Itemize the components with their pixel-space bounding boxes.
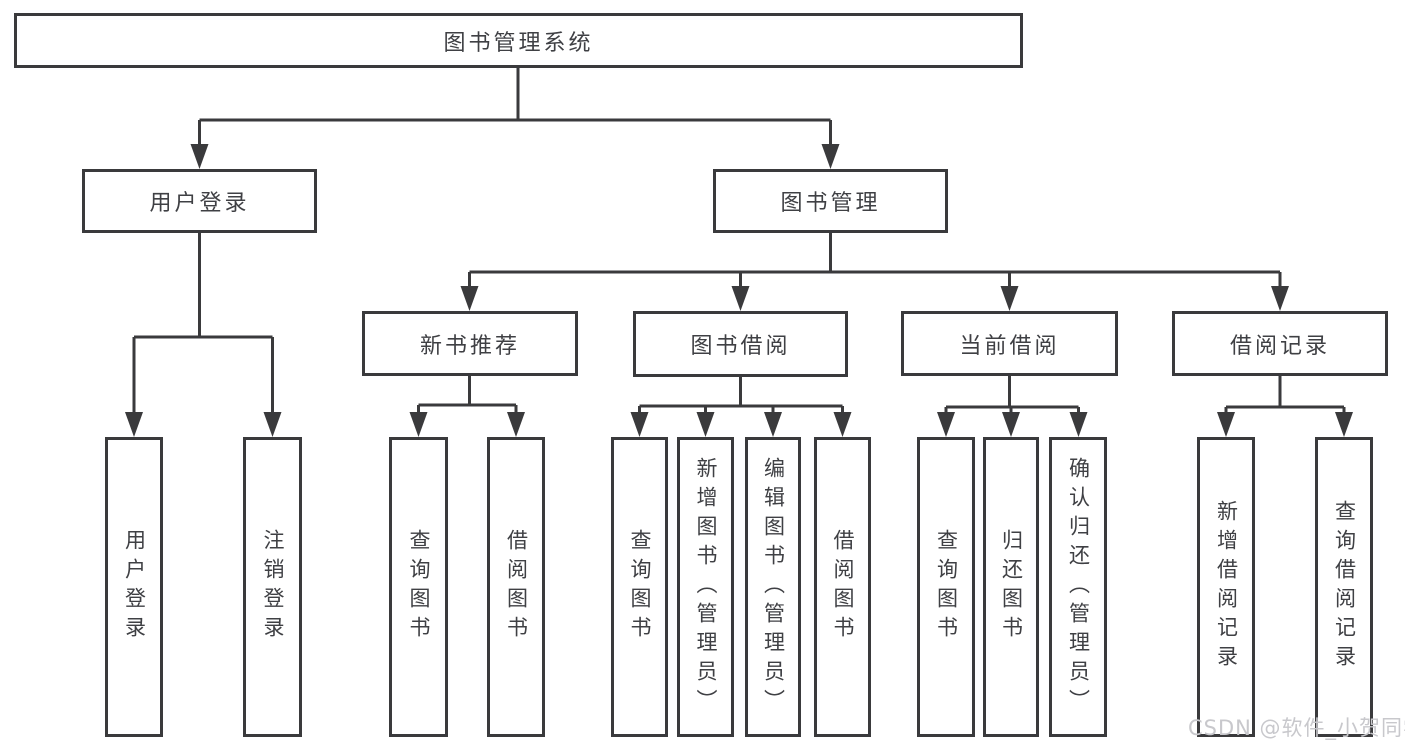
node-label: 借阅记录 — [1229, 333, 1330, 359]
arrow-down — [1271, 286, 1289, 311]
leaf-return-books: 归还图书 — [983, 437, 1039, 737]
arrow-down — [630, 412, 649, 437]
node-label: 新增图书（管理员） — [694, 456, 719, 718]
leaf-edit-books-admin: 编辑图书（管理员） — [745, 437, 801, 737]
node-label: 新增借阅记录 — [1214, 500, 1239, 674]
arrow-down — [764, 412, 782, 437]
leaf-add-books-admin: 新增图书（管理员） — [677, 437, 734, 737]
connector-userlogin-to-leaves — [132, 231, 274, 414]
leaf-user-login: 用户登录 — [105, 437, 163, 737]
node-label: 确认归还（管理员） — [1066, 456, 1091, 718]
node-label: 借阅图书 — [504, 529, 529, 645]
csdn-watermark: CSDN @软件_小贺同学 — [1188, 716, 1405, 740]
arrow-down — [263, 412, 282, 437]
arrow-down — [833, 412, 852, 437]
node-library-management-system: 图书管理系统 — [14, 13, 1023, 68]
leaf-query-borrow-record: 查询借阅记录 — [1315, 437, 1373, 737]
connector-currentborrow-to-leaves — [944, 374, 1080, 414]
leaf-logout: 注销登录 — [243, 437, 302, 737]
node-book-borrow: 图书借阅 — [633, 311, 848, 377]
node-label: 当前借阅 — [959, 333, 1060, 359]
node-new-book-recommend: 新书推荐 — [362, 311, 578, 376]
node-label: 查询图书 — [934, 529, 959, 645]
arrow-down — [821, 144, 840, 169]
leaf-confirm-return-admin: 确认归还（管理员） — [1049, 437, 1107, 737]
arrow-down — [1217, 412, 1235, 437]
leaf-query-books-2: 查询图书 — [611, 437, 668, 737]
arrow-down — [507, 412, 525, 437]
arrow-down — [731, 286, 750, 311]
arrow-down — [1000, 286, 1019, 311]
arrow-down — [1002, 412, 1020, 437]
node-label: 归还图书 — [999, 529, 1024, 645]
connector-borrowrecords-to-leaves — [1224, 374, 1346, 414]
node-label: 查询图书 — [407, 529, 432, 645]
node-label: 借阅图书 — [831, 529, 856, 645]
arrow-down — [937, 412, 955, 437]
arrow-down — [1335, 412, 1353, 437]
leaf-borrow-books-2: 借阅图书 — [814, 437, 871, 737]
node-label: 编辑图书（管理员） — [761, 456, 786, 718]
node-label: 查询图书 — [628, 529, 653, 645]
arrow-down — [1069, 412, 1088, 437]
arrow-down — [460, 286, 479, 311]
node-borrow-records: 借阅记录 — [1172, 311, 1388, 376]
leaf-add-borrow-record: 新增借阅记录 — [1197, 437, 1255, 737]
connector-newbook-to-leaves — [417, 374, 518, 414]
leaf-query-books-3: 查询图书 — [917, 437, 975, 737]
node-label: 图书借阅 — [690, 334, 791, 359]
node-label: 图书管理系统 — [443, 30, 594, 56]
connector-bookborrow-to-leaves — [638, 375, 844, 414]
node-current-borrow: 当前借阅 — [901, 311, 1118, 376]
node-label: 用户登录 — [122, 529, 147, 645]
node-label: 新书推荐 — [419, 333, 520, 359]
node-label: 注销登录 — [261, 529, 286, 645]
node-label: 图书管理 — [780, 191, 881, 216]
arrow-down — [190, 144, 209, 169]
node-label: 用户登录 — [149, 191, 250, 216]
connector-bookmgmt-to-level3 — [468, 231, 1282, 288]
node-user-login: 用户登录 — [82, 169, 317, 233]
arrow-down — [125, 412, 143, 437]
arrow-down — [409, 412, 428, 437]
arrow-down — [696, 412, 715, 437]
leaf-borrow-books-1: 借阅图书 — [487, 437, 545, 737]
connector-root-to-level2 — [198, 66, 832, 146]
node-book-management: 图书管理 — [713, 169, 948, 233]
leaf-query-books-1: 查询图书 — [389, 437, 448, 737]
node-label: 查询借阅记录 — [1332, 500, 1357, 674]
